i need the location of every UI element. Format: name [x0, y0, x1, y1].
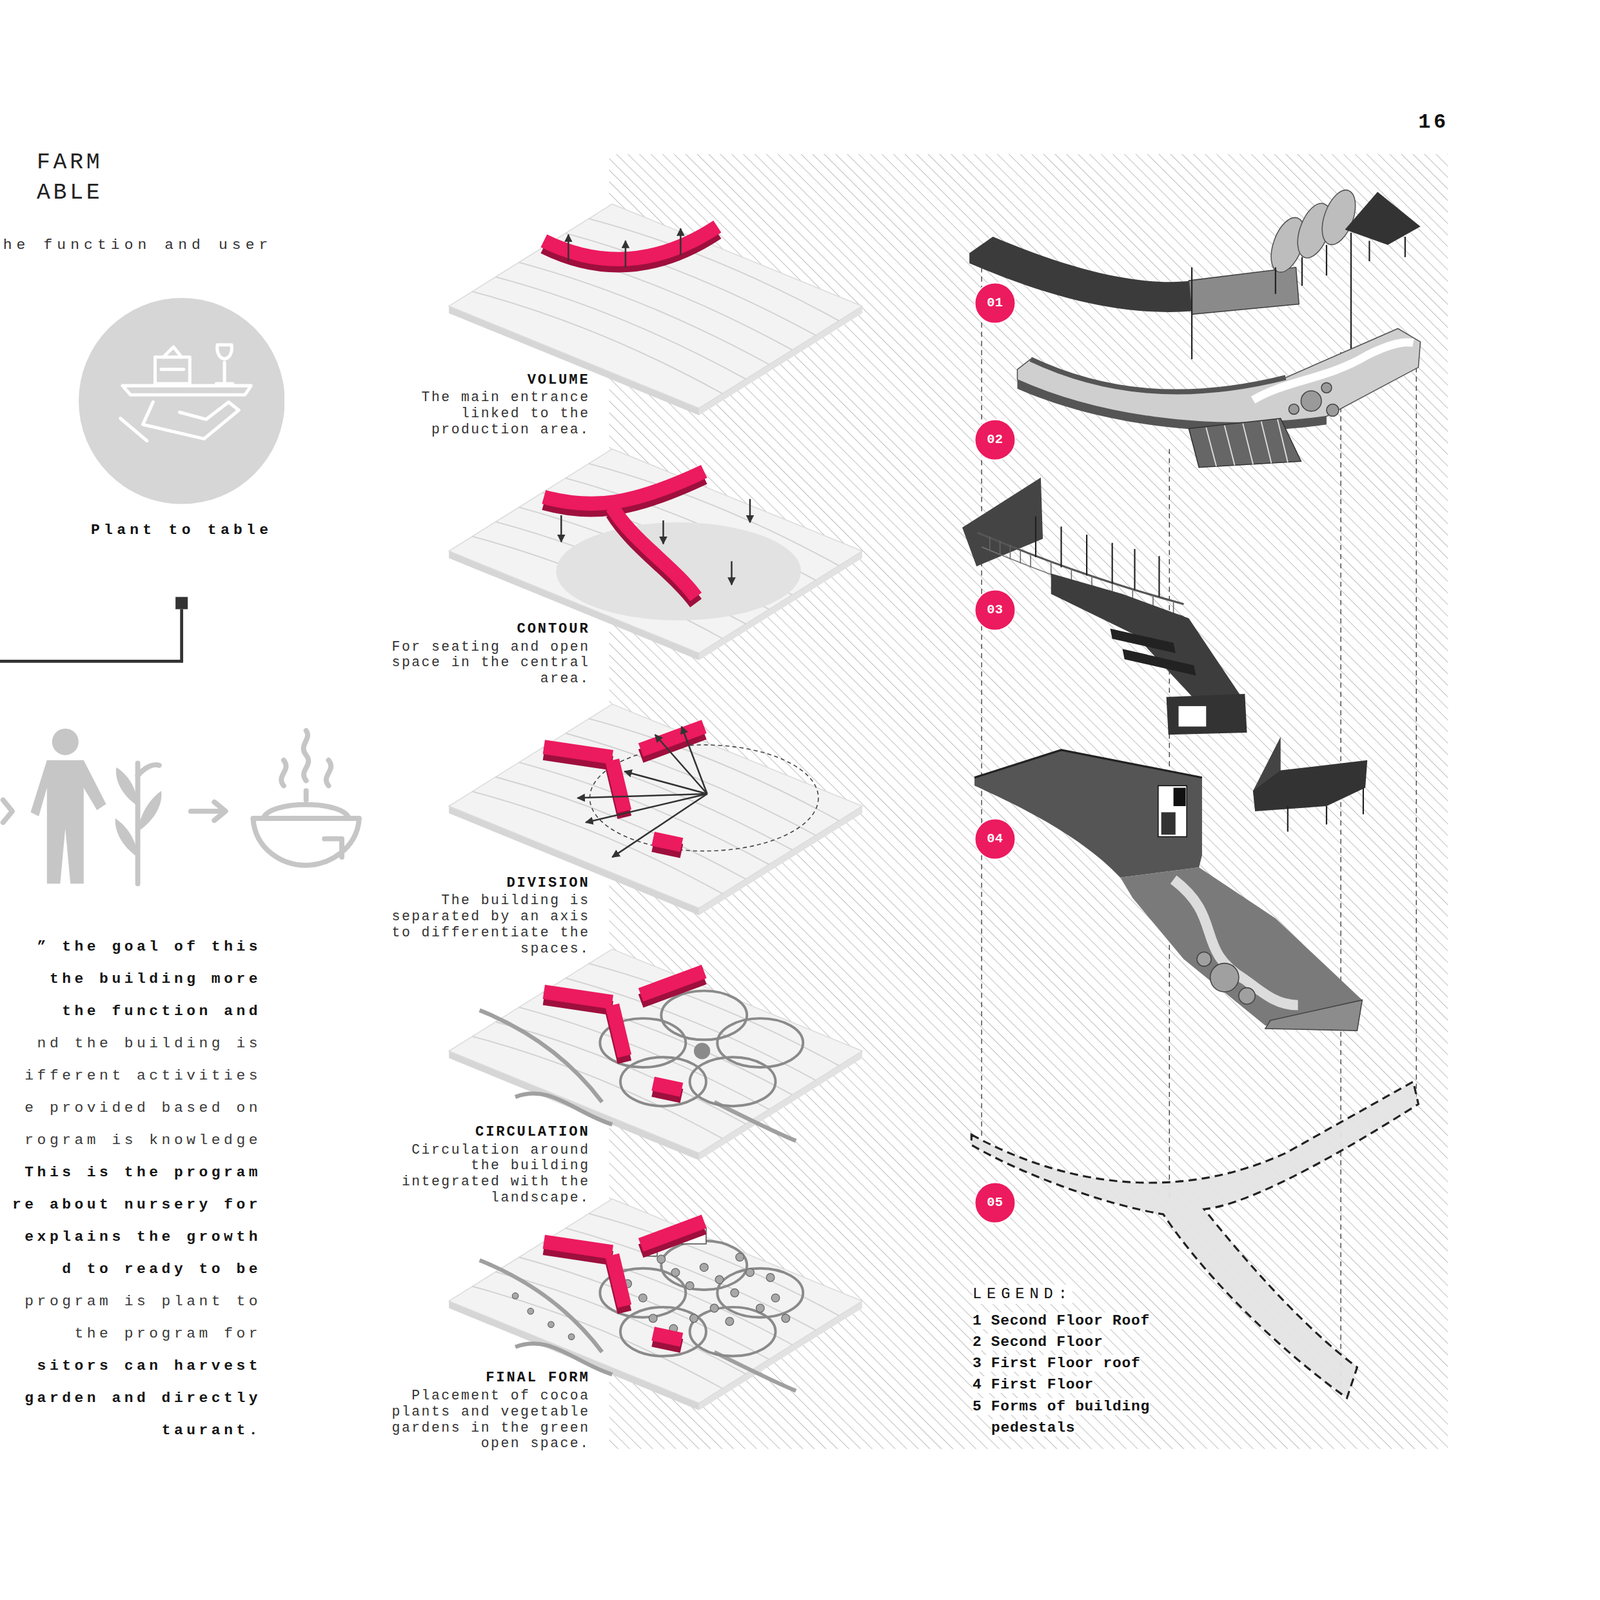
body-text-line: taurant. [161, 1421, 262, 1440]
step-description: The main entrance linked to the producti… [421, 389, 591, 438]
body-text-line: sitors can harvest [37, 1356, 262, 1375]
legend-text: 2 Second Floor [972, 1333, 1104, 1351]
label-box: LEGEND: [972, 1284, 1177, 1304]
callout-circle: 01 [973, 281, 1017, 325]
callout-circle: 02 [973, 418, 1017, 462]
step-description: Placement of cocoa plants and vegetable … [392, 1387, 591, 1452]
bracket-line [0, 597, 188, 662]
label-box: FINAL FORM [324, 1369, 590, 1388]
legend-box: 1 Second Floor Roof 2 Second Floor 3 First… [972, 1310, 1182, 1439]
label-box: The building is separated by an axis to … [385, 892, 590, 957]
step-description: The building is separated by an axis to … [392, 892, 591, 957]
label-box: ifferent activities [3, 1066, 262, 1085]
step-heading: VOLUME [527, 371, 591, 390]
label-box: DIVISION [324, 874, 590, 893]
label-box: ” the goal of this [3, 937, 262, 956]
label-box: 16 [1387, 110, 1450, 137]
label-box: the program for [3, 1324, 262, 1343]
layer-first-floor [974, 736, 1368, 1031]
label-box: explains the growth [3, 1227, 262, 1246]
step-description: Circulation around the building integrat… [401, 1142, 591, 1206]
page-title: FARM ABLE [36, 147, 129, 209]
callout-circle: 03 [973, 588, 1017, 632]
callout-number: 05 [973, 1181, 1017, 1225]
legend-text: 3 First Floor roof [972, 1354, 1141, 1372]
legend-text: 4 First Floor [972, 1376, 1094, 1393]
legend-item: 2 Second Floor [972, 1331, 1182, 1354]
label-box: Circulation around the building integrat… [385, 1142, 590, 1206]
body-text-line: the building more [49, 969, 262, 988]
label-box: CONTOUR [324, 620, 590, 639]
label-box: d to ready to be [3, 1260, 262, 1279]
legend-text: 5 Forms of building pedestals [972, 1398, 1150, 1437]
body-text-line: d to ready to be [61, 1260, 262, 1279]
body-text-line: re about nursery for [12, 1195, 262, 1214]
label-box: Placement of cocoa plants and vegetable … [385, 1387, 590, 1452]
label-box: taurant. [3, 1421, 262, 1440]
label-box: rogram is knowledge [3, 1131, 262, 1150]
subtitle: he function and user [3, 236, 273, 255]
concept-circle: Plant to table [75, 297, 289, 539]
label-box: the building more [3, 969, 262, 988]
step-heading: CIRCULATION [475, 1123, 590, 1142]
body-text-line: the program for [74, 1324, 262, 1343]
body-text-line: rogram is knowledge [24, 1131, 262, 1150]
label-box: he function and user [3, 236, 310, 255]
label-box: sitors can harvest [3, 1356, 262, 1375]
label-box: garden and directly [3, 1389, 262, 1408]
label-box: the function and [3, 1002, 262, 1021]
label-box: program is plant to [3, 1292, 262, 1311]
body-text-line: e provided based on [24, 1098, 262, 1117]
layer-second-floor [1017, 328, 1421, 467]
legend-item: 5 Forms of building pedestals [972, 1396, 1182, 1439]
legend-text: 1 Second Floor Roof [972, 1312, 1150, 1330]
label-box: The main entrance linked to the producti… [385, 389, 590, 438]
callout-circle: 04 [973, 817, 1017, 861]
label-box: This is the program [3, 1163, 262, 1182]
step-heading: FINAL FORM [485, 1369, 590, 1388]
site-tile-final-form [448, 1198, 863, 1411]
step-description: For seating and open space in the centra… [392, 639, 591, 687]
body-text-line: garden and directly [24, 1389, 262, 1408]
body-text-line: ifferent activities [24, 1066, 262, 1085]
label-box: VOLUME [324, 371, 590, 390]
step-heading: CONTOUR [517, 620, 591, 639]
legend-item: 4 First Floor [972, 1374, 1182, 1396]
body-text-line: the function and [61, 1002, 262, 1021]
page-number: 16 [1418, 110, 1449, 137]
callout-number: 01 [973, 281, 1017, 325]
label-box: For seating and open space in the centra… [385, 639, 590, 688]
site-tile-division [448, 704, 863, 916]
body-text-line: ” the goal of this [37, 937, 262, 956]
body-text-line: nd the building is [37, 1034, 262, 1053]
label-box: CIRCULATION [324, 1123, 590, 1142]
body-text-line: This is the program [24, 1163, 262, 1182]
callout-circle: 05 [973, 1181, 1017, 1225]
label-box: nd the building is [3, 1034, 262, 1053]
callout-number: 04 [973, 817, 1017, 861]
plant-to-table-icons [3, 728, 360, 885]
legend-heading: LEGEND: [972, 1284, 1073, 1304]
body-text-line: explains the growth [24, 1227, 262, 1246]
layer-second-floor-roof [969, 185, 1421, 360]
body-text-line: program is plant to [24, 1292, 262, 1311]
legend-item: 1 Second Floor Roof [972, 1310, 1182, 1332]
site-tile-contour [448, 448, 863, 661]
layer-pedestal [971, 1081, 1419, 1399]
title-box: FARM ABLE [36, 147, 129, 209]
site-tile-circulation [448, 949, 863, 1161]
callout-number: 03 [973, 588, 1017, 632]
layer-first-floor-roof [962, 477, 1247, 736]
circle-shape [78, 297, 286, 505]
label-box: e provided based on [3, 1098, 262, 1117]
step-heading: DIVISION [506, 874, 590, 893]
label-box: re about nursery for [3, 1195, 262, 1214]
legend-item: 3 First Floor roof [972, 1353, 1182, 1375]
callout-number: 02 [973, 418, 1017, 462]
concept-label: Plant to table [75, 521, 289, 539]
site-tile-volume [448, 203, 863, 416]
